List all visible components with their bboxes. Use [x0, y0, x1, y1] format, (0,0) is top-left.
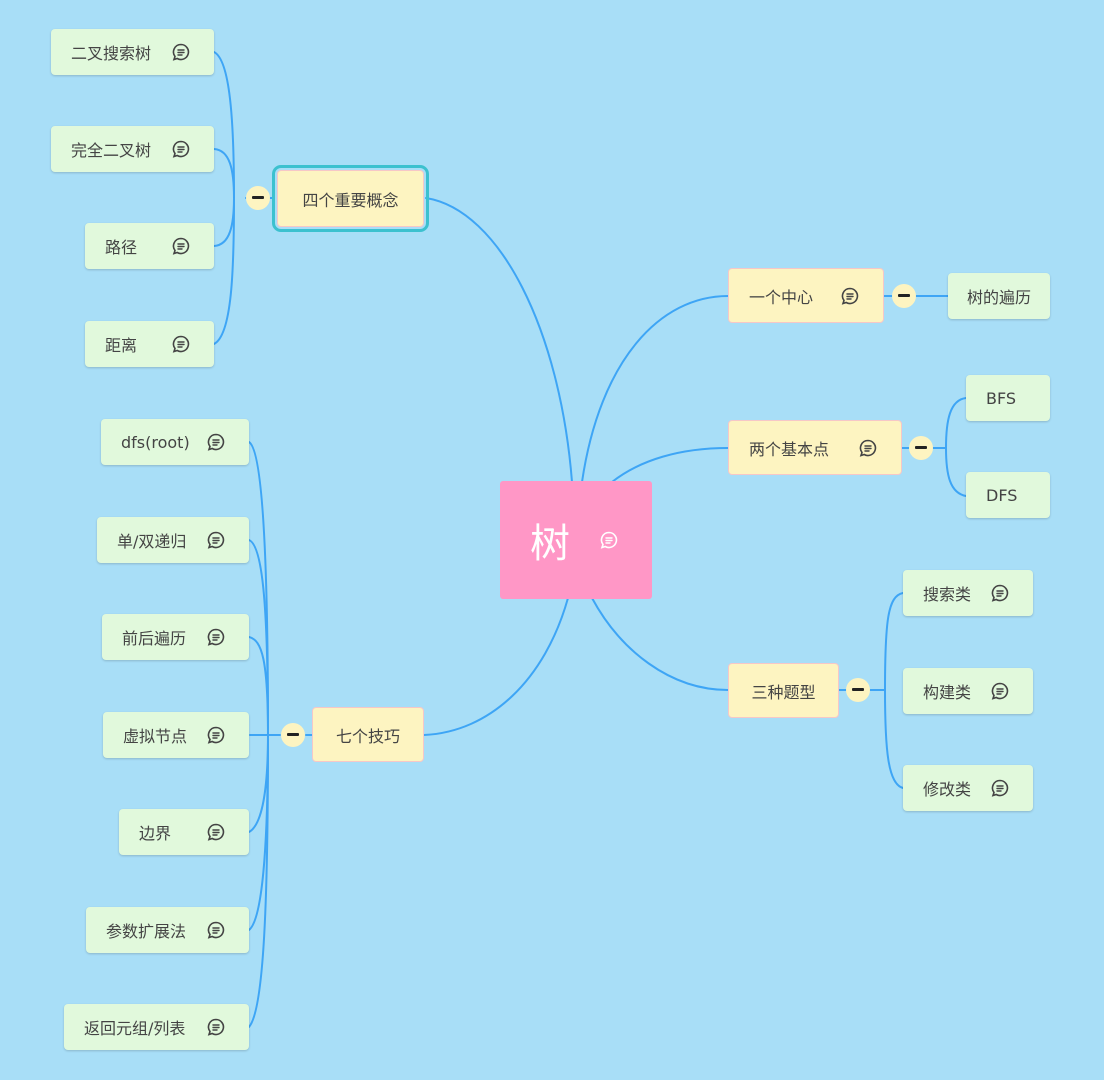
leaf-label: 距离	[105, 336, 138, 355]
leaf-tree-traversal[interactable]: 树的遍历	[948, 273, 1050, 319]
collapse-toggle-three-types[interactable]	[846, 678, 870, 702]
link-root-three-types	[591, 597, 729, 691]
comment-icon[interactable]	[172, 43, 190, 61]
comment-icon[interactable]	[172, 237, 190, 255]
leaf-modify-type[interactable]: 修改类	[903, 765, 1033, 811]
leaf-parameter-extension[interactable]: 参数扩展法	[86, 907, 249, 953]
leaf-label: BFS	[986, 388, 1017, 408]
comment-icon[interactable]	[172, 335, 190, 353]
topic-seven-tricks[interactable]: 七个技巧	[312, 707, 424, 762]
leaf-path[interactable]: 路径	[85, 223, 214, 269]
leaf-label: 虚拟节点	[123, 727, 188, 746]
topic-three-types[interactable]: 三种题型	[728, 663, 839, 718]
comment-icon[interactable]	[991, 682, 1009, 700]
comment-icon[interactable]	[207, 628, 225, 646]
leaf-label: 路径	[105, 238, 138, 257]
leaf-build-type[interactable]: 构建类	[903, 668, 1033, 714]
leaf-label: 树的遍历	[966, 288, 1031, 307]
leaf-label: 完全二叉树	[71, 141, 152, 160]
topic-one-center[interactable]: 一个中心	[728, 268, 884, 323]
link-root-two-points	[611, 447, 729, 483]
comment-icon[interactable]	[859, 439, 877, 457]
leaf-label: DFS	[986, 485, 1018, 505]
leaf-return-tuple-list[interactable]: 返回元组/列表	[64, 1004, 249, 1050]
leaf-label: 搜索类	[923, 585, 972, 604]
leaf-dfs-root[interactable]: dfs(root)	[101, 419, 249, 465]
topic-four-concepts[interactable]: 四个重要概念	[272, 165, 429, 232]
comment-icon[interactable]	[600, 531, 618, 549]
comment-icon[interactable]	[207, 531, 225, 549]
collapse-toggle-seven-tricks[interactable]	[281, 723, 305, 747]
comment-icon[interactable]	[207, 921, 225, 939]
comment-icon[interactable]	[207, 433, 225, 451]
leaf-label: dfs(root)	[121, 432, 190, 452]
leaf-label: 二叉搜索树	[71, 44, 152, 63]
topic-seven-tricks-label: 七个技巧	[335, 726, 400, 746]
comment-icon[interactable]	[172, 140, 190, 158]
comment-icon[interactable]	[207, 726, 225, 744]
leaf-pre-post-traversal[interactable]: 前后遍历	[102, 614, 249, 660]
leaf-binary-search-tree[interactable]: 二叉搜索树	[51, 29, 214, 75]
leaf-virtual-node[interactable]: 虚拟节点	[103, 712, 249, 758]
comment-icon[interactable]	[207, 1018, 225, 1036]
topic-two-points[interactable]: 两个基本点	[728, 420, 902, 475]
leaf-bfs[interactable]: BFS	[966, 375, 1050, 421]
topic-one-center-label: 一个中心	[749, 287, 814, 307]
root-topic-label: 树	[530, 521, 570, 567]
leaf-complete-binary-tree[interactable]: 完全二叉树	[51, 126, 214, 172]
leaf-label: 修改类	[923, 780, 972, 799]
leaf-dfs[interactable]: DFS	[966, 472, 1050, 518]
root-topic[interactable]: 树	[500, 481, 652, 599]
collapse-toggle-two-points[interactable]	[909, 436, 933, 460]
leaf-label: 单/双递归	[117, 532, 187, 551]
comment-icon[interactable]	[841, 287, 859, 305]
link-root-four-concepts	[425, 197, 573, 483]
comment-icon[interactable]	[207, 823, 225, 841]
link-root-one-center	[581, 295, 729, 483]
collapse-toggle-four-concepts[interactable]	[246, 186, 270, 210]
topic-two-points-label: 两个基本点	[749, 439, 830, 459]
collapse-toggle-one-center[interactable]	[892, 284, 916, 308]
leaf-single-double-recursion[interactable]: 单/双递归	[97, 517, 249, 563]
leaf-label: 参数扩展法	[106, 922, 187, 941]
leaf-distance[interactable]: 距离	[85, 321, 214, 367]
link-root-seven-tricks	[423, 597, 569, 736]
comment-icon[interactable]	[991, 584, 1009, 602]
leaf-label: 返回元组/列表	[84, 1019, 186, 1038]
leaf-label: 前后遍历	[122, 629, 187, 648]
leaf-label: 边界	[139, 824, 172, 843]
topic-four-concepts-label: 四个重要概念	[302, 190, 399, 210]
topic-three-types-label: 三种题型	[751, 682, 816, 702]
leaf-label: 构建类	[923, 683, 972, 702]
leaf-boundary[interactable]: 边界	[119, 809, 249, 855]
comment-icon[interactable]	[991, 779, 1009, 797]
leaf-search-type[interactable]: 搜索类	[903, 570, 1033, 616]
